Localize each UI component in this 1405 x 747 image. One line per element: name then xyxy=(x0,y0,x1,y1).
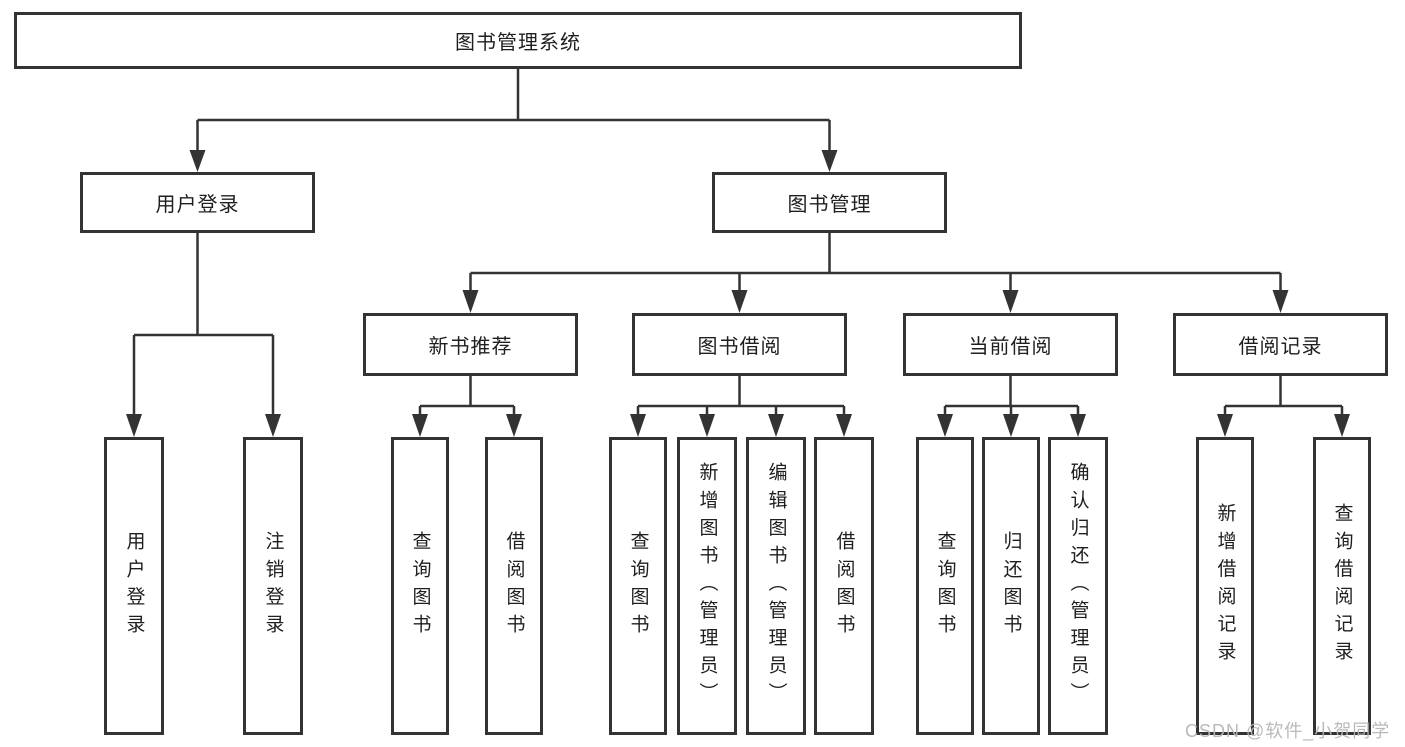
arrowhead-icon xyxy=(836,414,852,437)
node-user-login-label: 用户登录 xyxy=(155,194,240,216)
leaf-edit-book-admin-label: 编辑图书（管理员） xyxy=(765,462,787,710)
leaf-query-borrow-record: 查询借阅记录 xyxy=(1313,437,1371,735)
connector-current-borrow-children xyxy=(937,376,1086,437)
leaf-logout: 注销登录 xyxy=(243,437,303,735)
leaf-add-borrow-record-label: 新增借阅记录 xyxy=(1214,503,1236,669)
leaf-confirm-return-admin: 确认归还（管理员） xyxy=(1048,437,1108,735)
arrowhead-icon xyxy=(1217,414,1233,437)
arrowhead-icon xyxy=(412,414,428,437)
leaf-user-login-label: 用户登录 xyxy=(123,530,145,642)
node-user-login: 用户登录 xyxy=(80,172,315,233)
arrowhead-icon xyxy=(1003,414,1019,437)
arrowhead-icon xyxy=(265,414,281,437)
leaf-query-book-recommend-label: 查询图书 xyxy=(409,530,431,642)
node-book-borrow: 图书借阅 xyxy=(632,313,847,376)
node-current-borrow: 当前借阅 xyxy=(903,313,1118,376)
arrowhead-icon xyxy=(699,414,715,437)
leaf-borrow-book-label: 借阅图书 xyxy=(833,530,855,642)
leaf-query-book-borrow-label: 查询图书 xyxy=(627,530,649,642)
node-book-management-label: 图书管理 xyxy=(787,194,872,216)
leaf-logout-label: 注销登录 xyxy=(262,530,284,642)
node-book-management: 图书管理 xyxy=(712,172,947,233)
connector-user-login-children xyxy=(126,233,281,437)
csdn-watermark: CSDN @软件_小贺同学 xyxy=(1185,721,1391,741)
leaf-add-book-admin: 新增图书（管理员） xyxy=(677,437,737,735)
arrowhead-icon xyxy=(821,150,838,172)
leaf-edit-book-admin: 编辑图书（管理员） xyxy=(746,437,806,735)
arrowhead-icon xyxy=(768,414,784,437)
leaf-query-book-current-label: 查询图书 xyxy=(934,530,956,642)
arrowhead-icon xyxy=(1002,290,1019,313)
leaf-add-borrow-record: 新增借阅记录 xyxy=(1196,437,1254,735)
connector-book-management-children xyxy=(462,233,1289,313)
leaf-return-book-label: 归还图书 xyxy=(1000,530,1022,642)
node-new-book-recommend: 新书推荐 xyxy=(363,313,578,376)
arrowhead-icon xyxy=(189,150,206,172)
leaf-query-book-current: 查询图书 xyxy=(916,437,974,735)
node-new-book-recommend-label: 新书推荐 xyxy=(428,336,513,358)
arrowhead-icon xyxy=(731,290,748,313)
leaf-query-book-recommend: 查询图书 xyxy=(391,437,449,735)
leaf-add-book-admin-label: 新增图书（管理员） xyxy=(696,462,718,710)
leaf-confirm-return-admin-label: 确认归还（管理员） xyxy=(1067,462,1089,710)
leaf-borrow-book-recommend: 借阅图书 xyxy=(485,437,543,735)
arrowhead-icon xyxy=(462,290,479,313)
arrowhead-icon xyxy=(630,414,646,437)
arrowhead-icon xyxy=(506,414,522,437)
leaf-query-book-borrow: 查询图书 xyxy=(609,437,667,735)
leaf-borrow-book-recommend-label: 借阅图书 xyxy=(503,530,525,642)
connector-borrow-records-children xyxy=(1217,376,1350,437)
arrowhead-icon xyxy=(1334,414,1350,437)
leaf-user-login: 用户登录 xyxy=(104,437,164,735)
arrowhead-icon xyxy=(126,414,142,437)
node-root: 图书管理系统 xyxy=(14,12,1022,69)
leaf-return-book: 归还图书 xyxy=(982,437,1040,735)
node-book-borrow-label: 图书借阅 xyxy=(697,336,782,358)
node-root-label: 图书管理系统 xyxy=(455,32,581,54)
connector-book-borrow-children xyxy=(630,376,852,437)
connector-new-book-recommend-children xyxy=(412,376,522,437)
arrowhead-icon xyxy=(1070,414,1086,437)
leaf-borrow-book: 借阅图书 xyxy=(814,437,874,735)
arrowhead-icon xyxy=(1272,290,1289,313)
connector-root-to-level2 xyxy=(189,69,838,172)
arrowhead-icon xyxy=(937,414,953,437)
node-current-borrow-label: 当前借阅 xyxy=(968,336,1053,358)
node-borrow-records-label: 借阅记录 xyxy=(1238,336,1323,358)
node-borrow-records: 借阅记录 xyxy=(1173,313,1388,376)
leaf-query-borrow-record-label: 查询借阅记录 xyxy=(1331,503,1353,669)
